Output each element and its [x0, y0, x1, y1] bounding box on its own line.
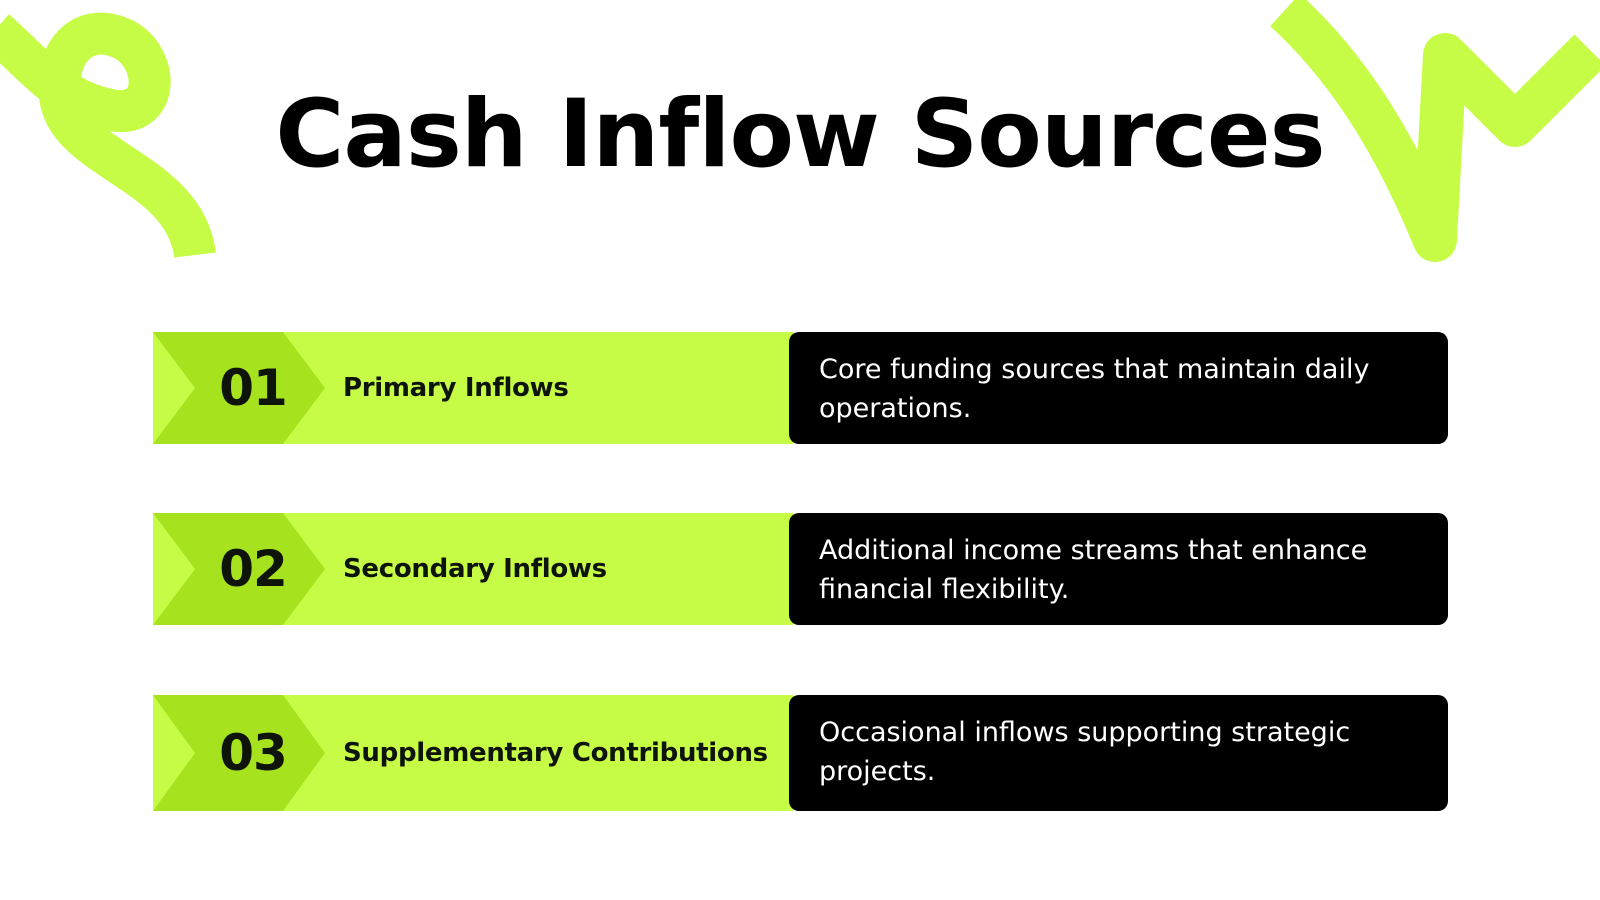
description-panel: Additional income streams that enhance f…	[789, 513, 1448, 625]
item-number: 02	[219, 540, 288, 598]
item-number: 03	[219, 724, 288, 782]
inflow-row-2: 02 Secondary Inflows Additional income s…	[153, 513, 1448, 625]
item-description: Core funding sources that maintain daily…	[819, 354, 1370, 424]
item-description: Occasional inflows supporting strategic …	[819, 717, 1351, 787]
description-panel: Occasional inflows supporting strategic …	[789, 695, 1448, 811]
item-number: 01	[219, 359, 288, 417]
chevron-arrow-icon	[153, 513, 333, 625]
chevron-arrow-icon	[153, 695, 333, 811]
item-label: Secondary Inflows	[343, 554, 607, 584]
page-title: Cash Inflow Sources	[275, 80, 1325, 189]
item-label: Primary Inflows	[343, 373, 569, 403]
description-panel: Core funding sources that maintain daily…	[789, 332, 1448, 444]
chevron-arrow-icon	[153, 332, 333, 444]
inflow-row-1: 01 Primary Inflows Core funding sources …	[153, 332, 1448, 444]
item-label: Supplementary Contributions	[343, 738, 768, 768]
inflow-row-3: 03 Supplementary Contributions Occasiona…	[153, 695, 1448, 811]
item-description: Additional income streams that enhance f…	[819, 535, 1368, 605]
